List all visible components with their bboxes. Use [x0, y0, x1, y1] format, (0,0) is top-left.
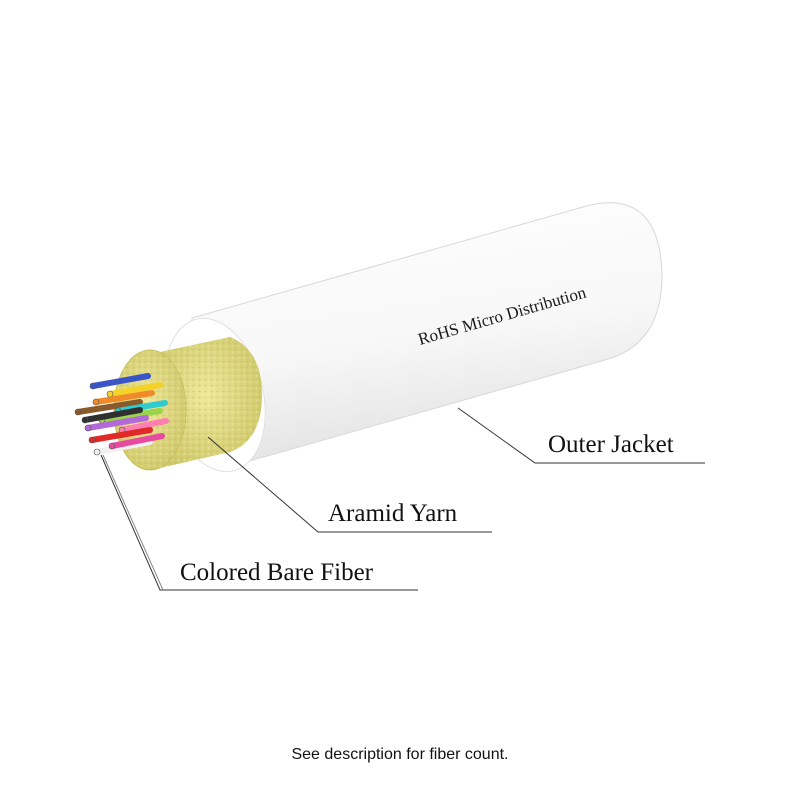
fiber-tip [74, 408, 82, 416]
outer-jacket-label: Outer Jacket [548, 431, 674, 458]
fiber-count-footnote: See description for fiber count. [291, 746, 509, 763]
colored-fiber-bundle [74, 373, 169, 456]
fiber-tip [88, 436, 96, 444]
bare-fiber [94, 439, 153, 455]
bare-fiber [107, 382, 163, 397]
bare-fiber [82, 407, 143, 423]
fiber-tip [89, 382, 97, 390]
fiber-tip [106, 390, 114, 398]
fiber-tip [108, 442, 116, 450]
bare-fiber [75, 399, 143, 415]
bare-fiber [93, 390, 155, 405]
bare-fiber [89, 427, 153, 443]
bare-fiber [119, 418, 169, 433]
bare-fiber [90, 373, 151, 389]
fiber-tip [84, 424, 92, 432]
bare-fiber [85, 415, 149, 431]
fiber-tip [92, 398, 100, 406]
colored-fiber-leader [100, 454, 418, 591]
aramid-yarn-leader [207, 436, 492, 533]
fiber-tip [81, 416, 89, 424]
colored-bare-fiber-label: Colored Bare Fiber [180, 559, 374, 586]
bare-fiber [109, 433, 165, 449]
callout-lines [100, 407, 705, 591]
bare-fiber [99, 408, 163, 423]
aramid-yarn-label: Aramid Yarn [328, 500, 458, 527]
outer-jacket-leader [457, 407, 705, 464]
fiber-tip [93, 448, 101, 456]
